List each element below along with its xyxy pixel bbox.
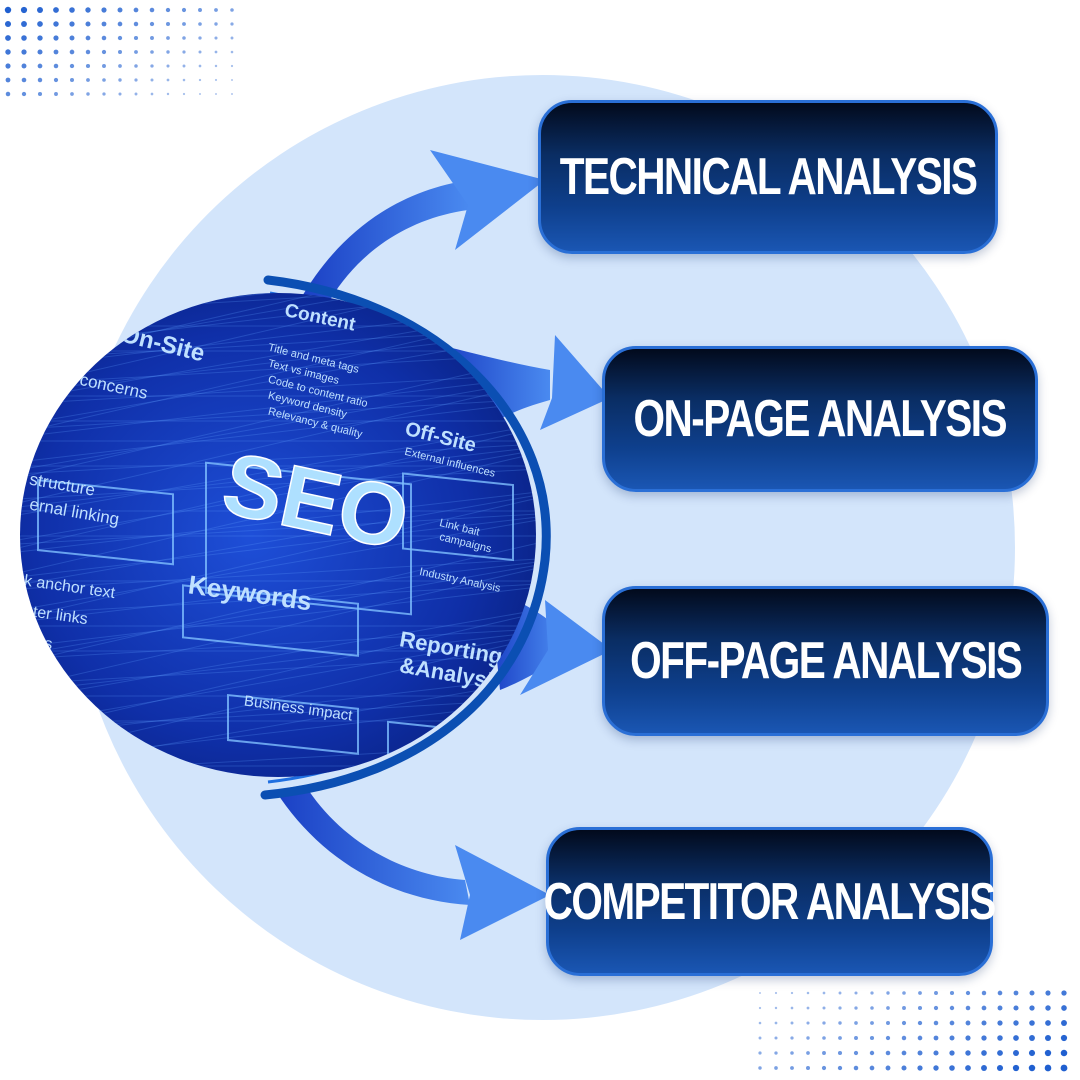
on-page-analysis-label: ON-PAGE ANALYSIS: [633, 390, 1008, 448]
off-page-analysis-box: OFF-PAGE ANALYSIS: [602, 586, 1049, 736]
arrow-to-technical: [300, 150, 545, 300]
seo-image: SEO Keywords On-Site Content Off-Site co…: [20, 293, 536, 777]
svg-text:ality: ality: [28, 384, 59, 407]
competitor-analysis-label: COMPETITOR ANALYSIS: [543, 872, 997, 931]
dot-pattern-bottom-right: [758, 990, 1068, 1072]
competitor-analysis-box: COMPETITOR ANALYSIS: [543, 827, 997, 976]
off-page-analysis-label: OFF-PAGE ANALYSIS: [629, 632, 1023, 690]
technical-analysis-box: TECHNICAL ANALYSIS: [538, 100, 998, 254]
dot-pattern-top-left: [4, 6, 234, 97]
arrow-to-competitor: [275, 785, 550, 940]
on-page-analysis-box: ON-PAGE ANALYSIS: [602, 346, 1038, 492]
technical-analysis-label: TECHNICAL ANALYSIS: [559, 148, 978, 206]
outer-arc: [260, 275, 551, 800]
svg-text:RLs: RLs: [23, 632, 54, 653]
